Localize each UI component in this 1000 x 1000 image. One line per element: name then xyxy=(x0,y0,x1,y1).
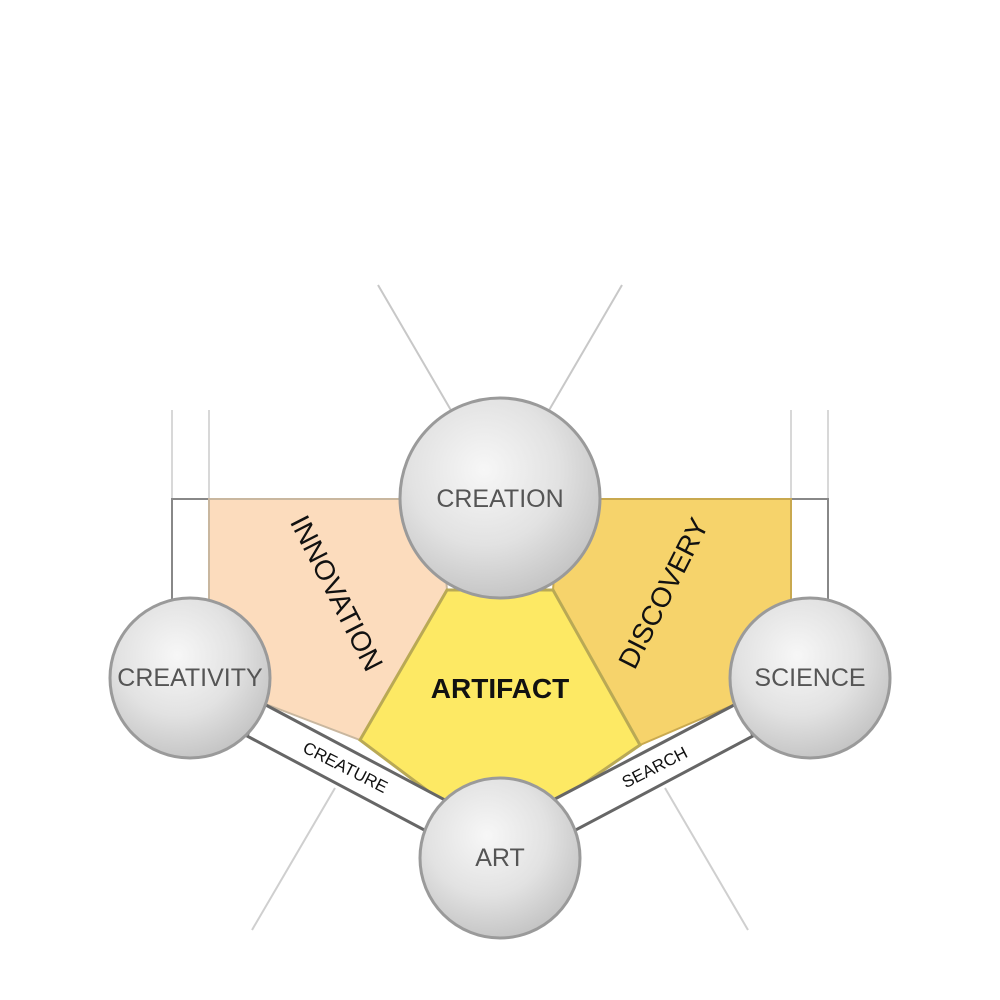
art-sphere xyxy=(418,776,582,940)
science-label: SCIENCE xyxy=(754,664,865,692)
node-creation[interactable]: CREATION xyxy=(398,396,602,600)
node-science[interactable]: SCIENCE xyxy=(728,596,892,760)
guide-line-top-right xyxy=(547,284,623,413)
creativity-label: CREATIVITY xyxy=(117,664,263,692)
science-sphere xyxy=(728,596,892,760)
artifact-label: ARTIFACT xyxy=(431,673,569,704)
left-side-bar xyxy=(171,498,210,606)
creativity-sphere xyxy=(108,596,272,760)
guide-line-top-left xyxy=(377,284,453,413)
creation-label: CREATION xyxy=(436,485,563,513)
creation-sphere xyxy=(398,396,602,600)
art-label: ART xyxy=(475,844,525,872)
right-side-bar xyxy=(790,498,829,606)
node-art[interactable]: ART xyxy=(418,776,582,940)
node-creativity[interactable]: CREATIVITY xyxy=(108,596,272,760)
side-bars xyxy=(171,498,829,606)
guide-line-bottom-right xyxy=(664,787,749,931)
guide-line-bottom-left xyxy=(251,787,336,931)
